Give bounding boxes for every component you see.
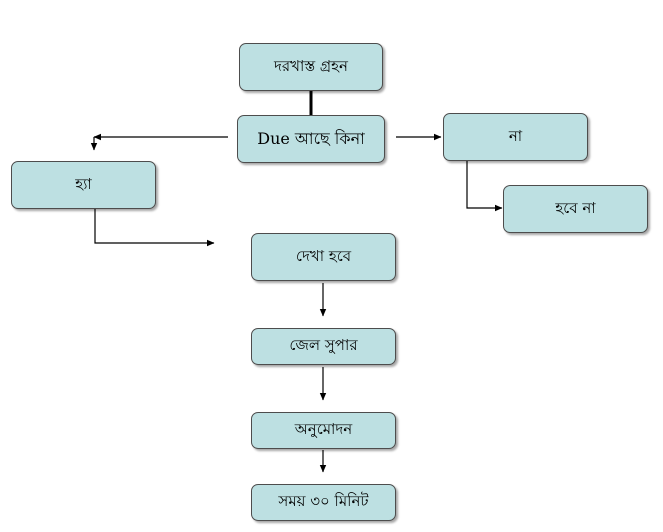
node-will-not-be-label: হবে না [555,198,596,217]
node-yes: হ্যা [11,161,156,209]
node-no: না [443,113,588,161]
node-application-received: দরখাস্ত গ্রহন [239,43,383,91]
arrow-no-to-will-not-be [466,160,503,212]
arrow-yes-to-will-be-seen [94,209,215,247]
node-no-label: না [508,126,523,145]
node-will-be-seen-label: দেখা হবে [295,246,352,265]
node-yes-label: হ্যা [75,174,92,193]
node-will-not-be: হবে না [503,185,648,233]
node-is-due-label: Due আছে কিনা [257,128,365,148]
node-approval: অনুমোদন [251,412,396,449]
node-will-be-seen: দেখা হবে [251,233,396,281]
node-application-received-label: দরখাস্ত গ্রহন [274,56,348,75]
node-time: সময় ৩০ মিনিট [251,484,396,521]
node-approval-label: অনুমোদন [294,420,353,438]
node-jail-super-label: জেল সুপার [289,336,358,354]
node-jail-super: জেল সুপার [251,328,396,365]
node-time-label: সময় ৩০ মিনিট [278,492,369,510]
node-is-due: Due আছে কিনা [237,115,385,163]
